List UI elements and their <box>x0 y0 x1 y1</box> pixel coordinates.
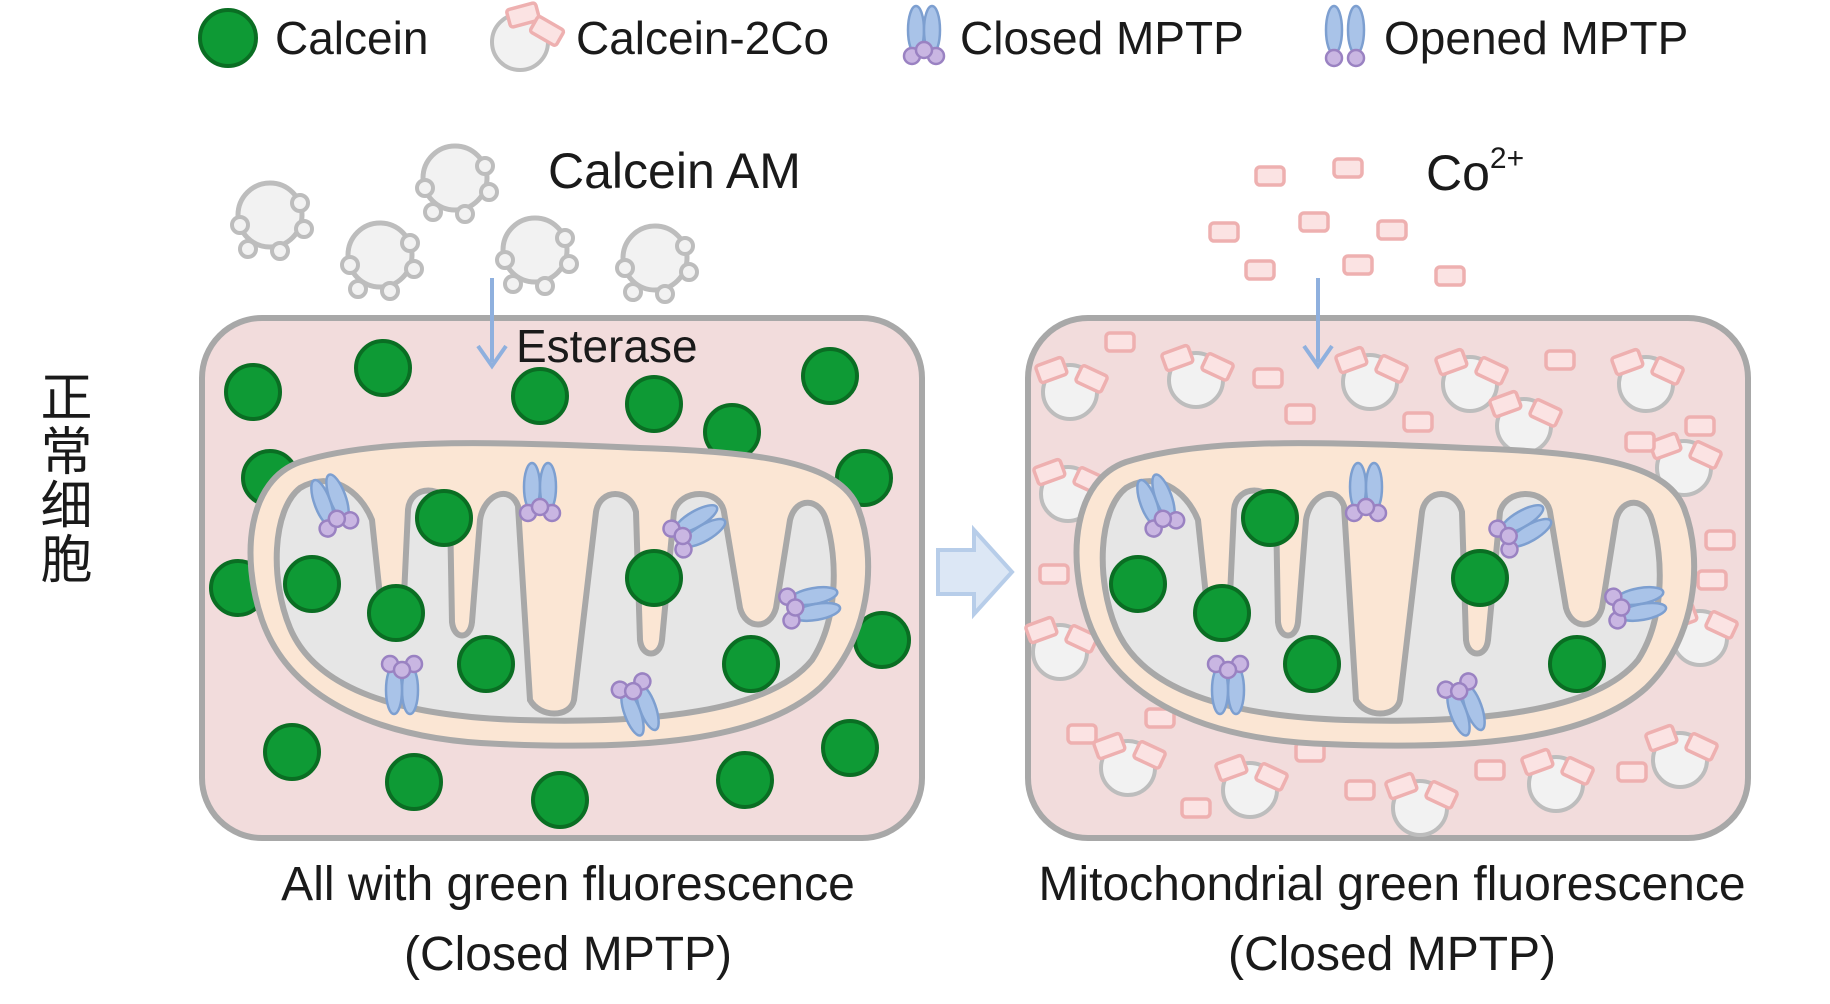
left-caption-line2: (Closed MPTP) <box>404 928 732 981</box>
cobalt-label: Co2+ <box>1426 142 1524 201</box>
calcein-am-label: Calcein AM <box>548 143 801 199</box>
esterase-arrow <box>476 278 508 370</box>
right-panel: Co2+ <box>1023 142 1751 841</box>
normal-cell-side-label: 正常细胞 <box>31 370 91 586</box>
right-caption-line2: (Closed MPTP) <box>1228 928 1556 981</box>
legend-opened-mptp-label: Opened MPTP <box>1384 12 1688 64</box>
transition-arrow <box>936 524 1015 620</box>
cobalt-label-superscript: 2+ <box>1490 142 1524 175</box>
legend-calcein-icon <box>198 8 258 68</box>
left-panel: Calcein AM Esterase <box>199 143 925 841</box>
right-caption-line1: Mitochondrial green fluorescence <box>1038 858 1745 911</box>
legend-closed-mptp-icon <box>902 4 946 66</box>
legend-calcein-label: Calcein <box>275 12 428 64</box>
legend-closed-mptp-label: Closed MPTP <box>960 12 1244 64</box>
cobalt-arrow <box>1302 278 1334 370</box>
legend-calcein-2co-label: Calcein-2Co <box>576 12 829 64</box>
esterase-label: Esterase <box>516 320 698 372</box>
legend-calcein-2co-icon <box>490 1 566 72</box>
left-caption-line1: All with green fluorescence <box>281 858 855 911</box>
legend: Calcein Calcein-2Co Closed MPTP Opened M… <box>198 1 1688 72</box>
legend-opened-mptp-icon <box>1324 4 1366 68</box>
cobalt-label-base: Co <box>1426 145 1490 201</box>
